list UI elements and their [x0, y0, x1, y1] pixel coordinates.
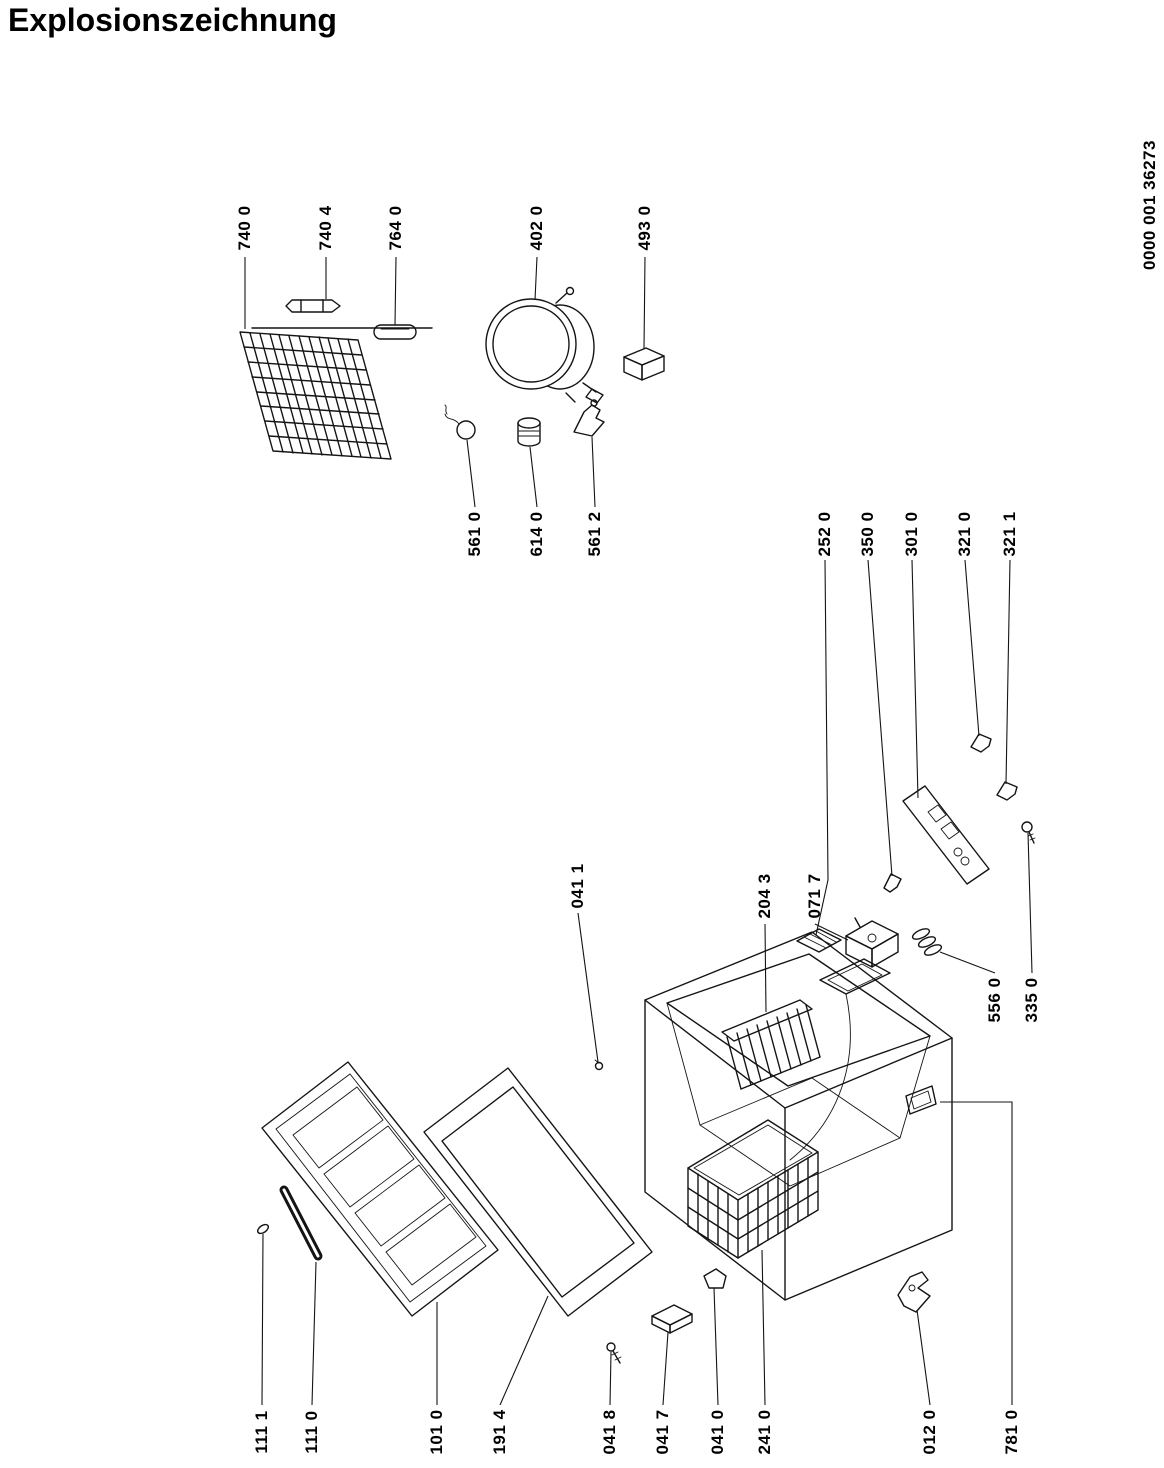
rating-plate: [905, 1085, 937, 1115]
leader-041-7: [662, 1331, 669, 1406]
document-number: 0000 001 36273: [1140, 140, 1159, 270]
bolt-335-0: [1021, 821, 1036, 844]
leader-561-0: [466, 439, 476, 508]
page-title: Explosionszeichnung: [8, 2, 337, 38]
part-label-041-1: 041 1: [568, 863, 587, 909]
spring-556-0: [911, 928, 943, 956]
leader-041-8: [609, 1351, 612, 1406]
clip-350-0: [883, 873, 902, 893]
leader-402-0: [534, 256, 538, 301]
part-label-781-0: 781 0: [1002, 1409, 1021, 1455]
part-label-764-0: 764 0: [386, 205, 405, 251]
leader-350-0: [867, 559, 893, 877]
leader-335-0: [1027, 832, 1033, 974]
part-label-041-0: 041 0: [708, 1409, 727, 1455]
hinge-cover: [651, 1304, 693, 1334]
part-label-402-0: 402 0: [527, 205, 546, 251]
leader-252-0: [815, 559, 829, 936]
part-label-321-1: 321 1: [1000, 511, 1019, 557]
part-label-071-7: 071 7: [805, 873, 824, 919]
leader-071-7: [814, 923, 849, 941]
hinge-block: [703, 1268, 727, 1289]
leader-lines: [244, 256, 1033, 1406]
part-label-556-0: 556 0: [985, 977, 1004, 1023]
leader-764-0: [394, 256, 397, 326]
part-label-493-0: 493 0: [635, 205, 654, 251]
part-label-191-4: 191 4: [490, 1409, 509, 1455]
clip-321-0: [970, 733, 992, 753]
leader-781-0: [940, 1101, 1013, 1405]
lid-gasket: [423, 1067, 653, 1317]
part-label-350-0: 350 0: [858, 511, 877, 557]
part-label-101-0: 101 0: [427, 1409, 446, 1455]
leader-321-1: [1005, 559, 1011, 785]
lid: [261, 1061, 499, 1317]
part-label-041-7: 041 7: [653, 1409, 672, 1455]
condenser-bracket: [285, 299, 341, 313]
part-label-301-0: 301 0: [902, 511, 921, 557]
part-label-561-2: 561 2: [585, 511, 604, 557]
relay: [517, 417, 541, 447]
leader-556-0: [939, 951, 996, 974]
part-label-561-0: 561 0: [465, 511, 484, 557]
part-label-111-1: 111 1: [252, 1410, 271, 1454]
evaporator-shelf: [721, 999, 821, 1090]
lid-pin: [256, 1223, 270, 1235]
lid-handle: [279, 1185, 323, 1261]
part-label-111-0: 111 0: [302, 1410, 321, 1454]
sensor-bracket: [573, 399, 605, 437]
leader-301-0: [911, 559, 919, 799]
leader-614-0: [529, 446, 538, 508]
sensor-bulb: [444, 404, 476, 440]
leader-041-1: [577, 912, 599, 1063]
part-label-321-0: 321 0: [955, 511, 974, 557]
leader-561-2: [591, 436, 596, 508]
leader-111-0: [311, 1261, 317, 1406]
leader-321-0: [964, 559, 980, 737]
part-label-041-8: 041 8: [600, 1409, 619, 1455]
part-label-012-0: 012 0: [920, 1409, 939, 1455]
clip-321-1: [996, 781, 1018, 801]
part-label-335-0: 335 0: [1022, 977, 1041, 1023]
part-label-204-3: 204 3: [755, 873, 774, 919]
part-label-252-0: 252 0: [815, 511, 834, 557]
cabinet: [644, 931, 953, 1301]
leader-191-4: [499, 1295, 549, 1406]
wire-basket: [687, 1119, 819, 1259]
control-panel: [902, 785, 990, 885]
part-label-740-0: 740 0: [235, 205, 254, 251]
hinge-bracket: [897, 1271, 931, 1313]
condenser-coil: [239, 327, 433, 460]
part-label-740-4: 740 4: [316, 205, 335, 251]
starter-cover: [623, 347, 665, 381]
drier-filter: [373, 324, 417, 340]
part-label-241-0: 241 0: [755, 1409, 774, 1455]
leader-241-0: [761, 1249, 766, 1406]
leader-111-1: [261, 1233, 264, 1406]
lamp-housing: [845, 917, 899, 968]
leader-493-0: [643, 256, 646, 350]
leader-204-3: [764, 923, 767, 1013]
pin-041-1: [594, 1059, 604, 1071]
part-label-614-0: 614 0: [527, 511, 546, 557]
compressor: [485, 286, 604, 404]
screw-041-8: [606, 1342, 622, 1364]
leader-041-0: [713, 1287, 719, 1406]
leader-012-0: [916, 1309, 931, 1406]
